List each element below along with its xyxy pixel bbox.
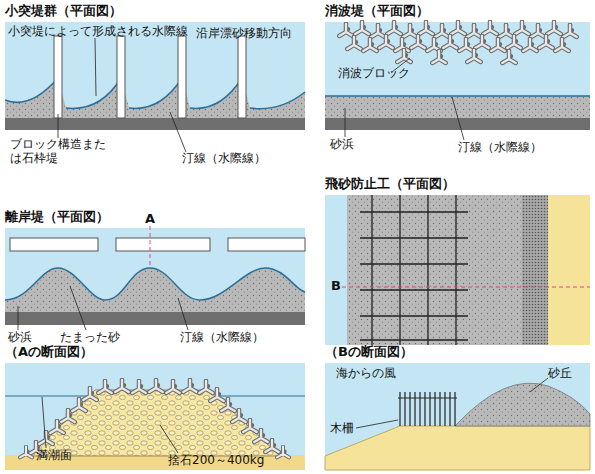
leader-line (530, 378, 548, 392)
groin (178, 36, 186, 118)
leader-line (452, 97, 464, 140)
ground (325, 426, 590, 470)
panel-title: （Bの断面図） (325, 344, 413, 360)
panel-title: 小突堤群（平面図） (5, 3, 122, 19)
callout-label: 砂浜 (330, 137, 354, 151)
callout-label: 海からの風 (336, 366, 396, 380)
callout-label: 沿岸漂砂移動方向 (196, 26, 292, 40)
sand-dune (455, 383, 590, 426)
sand-beach (5, 268, 305, 312)
trapped-sand (522, 195, 548, 345)
leader-line (160, 425, 178, 453)
diagram-panel: 離岸堤（平面図） (5, 228, 305, 325)
callout-label: B (331, 279, 341, 293)
callout-label: 汀線（水際線） (458, 140, 542, 154)
callout-label: 満潮面 (36, 448, 72, 462)
callout-label: 捨石200～400kg (168, 453, 264, 467)
leader-line (170, 112, 186, 152)
callout-label: ブロック構造または石枠堤 (10, 137, 110, 165)
land-strip (5, 118, 305, 130)
callout-label: 木柵 (330, 421, 354, 435)
tetrapod-blocks (339, 22, 577, 63)
detached-breakwater-panel (5, 226, 305, 330)
breakwater (116, 238, 210, 251)
panel-title: 飛砂防止工（平面図） (325, 176, 455, 192)
leader-line (356, 420, 398, 428)
land-strip (325, 118, 590, 130)
panel-title: 消波堤（平面図） (325, 3, 429, 19)
land (548, 195, 590, 345)
breakwater-section-panel (5, 363, 305, 470)
callout-label: 砂浜 (8, 330, 32, 344)
panel-title: 離岸堤（平面図） (5, 209, 109, 225)
waterline (5, 268, 305, 300)
breakwater (228, 238, 305, 251)
callout-label: 消波ブロック (338, 66, 410, 80)
panel-title: （Aの断面図） (5, 344, 93, 360)
waterline (5, 78, 305, 109)
sand-fence-section-panel (325, 363, 590, 470)
sea (5, 228, 305, 325)
land-strip (5, 312, 305, 325)
sand-fence-plan-panel (325, 195, 590, 345)
leader-line (42, 397, 46, 448)
groin (54, 36, 62, 118)
fence-grid (360, 195, 468, 345)
sand-beach (325, 96, 590, 118)
sea (325, 22, 590, 130)
armor-blocks (20, 380, 289, 458)
wood-fence (398, 392, 457, 426)
sea (325, 195, 347, 345)
leader-line (70, 286, 86, 330)
leader-line (178, 298, 188, 330)
diagram-panel: 飛砂防止工（平面図） (325, 195, 590, 345)
sand-beach (347, 195, 522, 345)
sky (325, 363, 590, 470)
callout-label: 汀線（水際線） (182, 151, 266, 165)
groin (238, 36, 246, 118)
rubble-mound (30, 390, 280, 456)
groin-panel (5, 22, 305, 152)
callout-label: たまった砂 (60, 330, 120, 344)
sand-beach (5, 78, 305, 118)
sea (5, 22, 305, 130)
sea (5, 363, 305, 470)
leader-line (58, 114, 59, 138)
callout-label: 小突堤によって形成される水際線 (8, 24, 188, 38)
leader-line (95, 38, 96, 96)
leader-line (345, 108, 346, 137)
breakwater (10, 238, 98, 251)
groin (117, 36, 125, 118)
wave-breaker-panel (325, 22, 590, 140)
section-line (150, 226, 151, 268)
callout-label: 汀線（水際線） (180, 330, 264, 344)
section-line (342, 287, 590, 288)
callout-label: 砂丘 (548, 366, 572, 380)
callout-label: A (145, 212, 155, 226)
leader-line (18, 306, 19, 330)
waterline (325, 95, 590, 97)
